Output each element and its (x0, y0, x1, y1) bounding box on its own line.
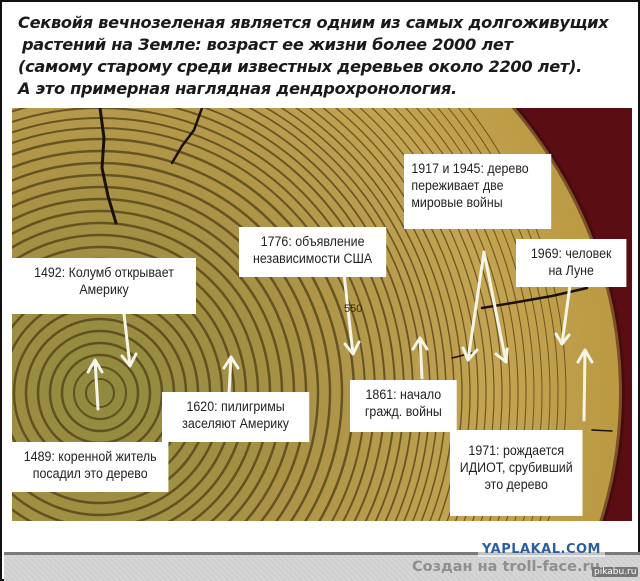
caption-line-4: А это примерная наглядная дендрохронолог… (18, 79, 457, 98)
arrow-1489 (86, 358, 104, 411)
yaplakal-watermark: YAPLAKAL.COM (478, 542, 605, 557)
caption-line-3: (самому старому среди известных деревьев… (18, 57, 582, 76)
arrow-1620 (222, 355, 240, 396)
watermark-band (4, 552, 640, 581)
label-1492-columbus: 1492: Колумб открывает Америку (12, 258, 196, 314)
caption-line-1: Секвойя вечнозеленая является одним из с… (18, 13, 609, 32)
ring-count-marking: 550 (344, 303, 363, 315)
label-1776-independence: 1776: объявление независимости США (239, 227, 387, 277)
arrow-1861 (411, 336, 429, 380)
label-1489-planted: 1489: коренной житель посадил это дерево (12, 442, 169, 492)
label-1861-civil-war: 1861: начало гражд. войны (350, 380, 457, 432)
label-1971-idiot: 1971: рождается ИДИОТ, срубивший это дер… (450, 430, 583, 516)
troll-face-watermark: Создан на troll-face.ru (412, 559, 600, 575)
arrow-1492 (120, 312, 138, 368)
arrow-1969 (554, 283, 572, 346)
arrow-1971 (576, 348, 594, 422)
label-1917-1945-world-wars: 1917 и 1945: дерево переживает две миров… (404, 154, 552, 229)
caption-line-2: растений на Земле: возраст ее жизни боле… (22, 35, 513, 54)
caption-heading: Секвойя вечнозеленая является одним из с… (18, 12, 628, 100)
arrow-1776 (342, 272, 361, 356)
label-1969-moon: 1969: человек на Луне (516, 239, 627, 287)
pikabu-watermark: pikabu.ru (592, 567, 639, 577)
arrow-1917-1945 (461, 250, 509, 364)
label-1620-pilgrims: 1620: пилигримы заселяют Америку (162, 392, 310, 442)
